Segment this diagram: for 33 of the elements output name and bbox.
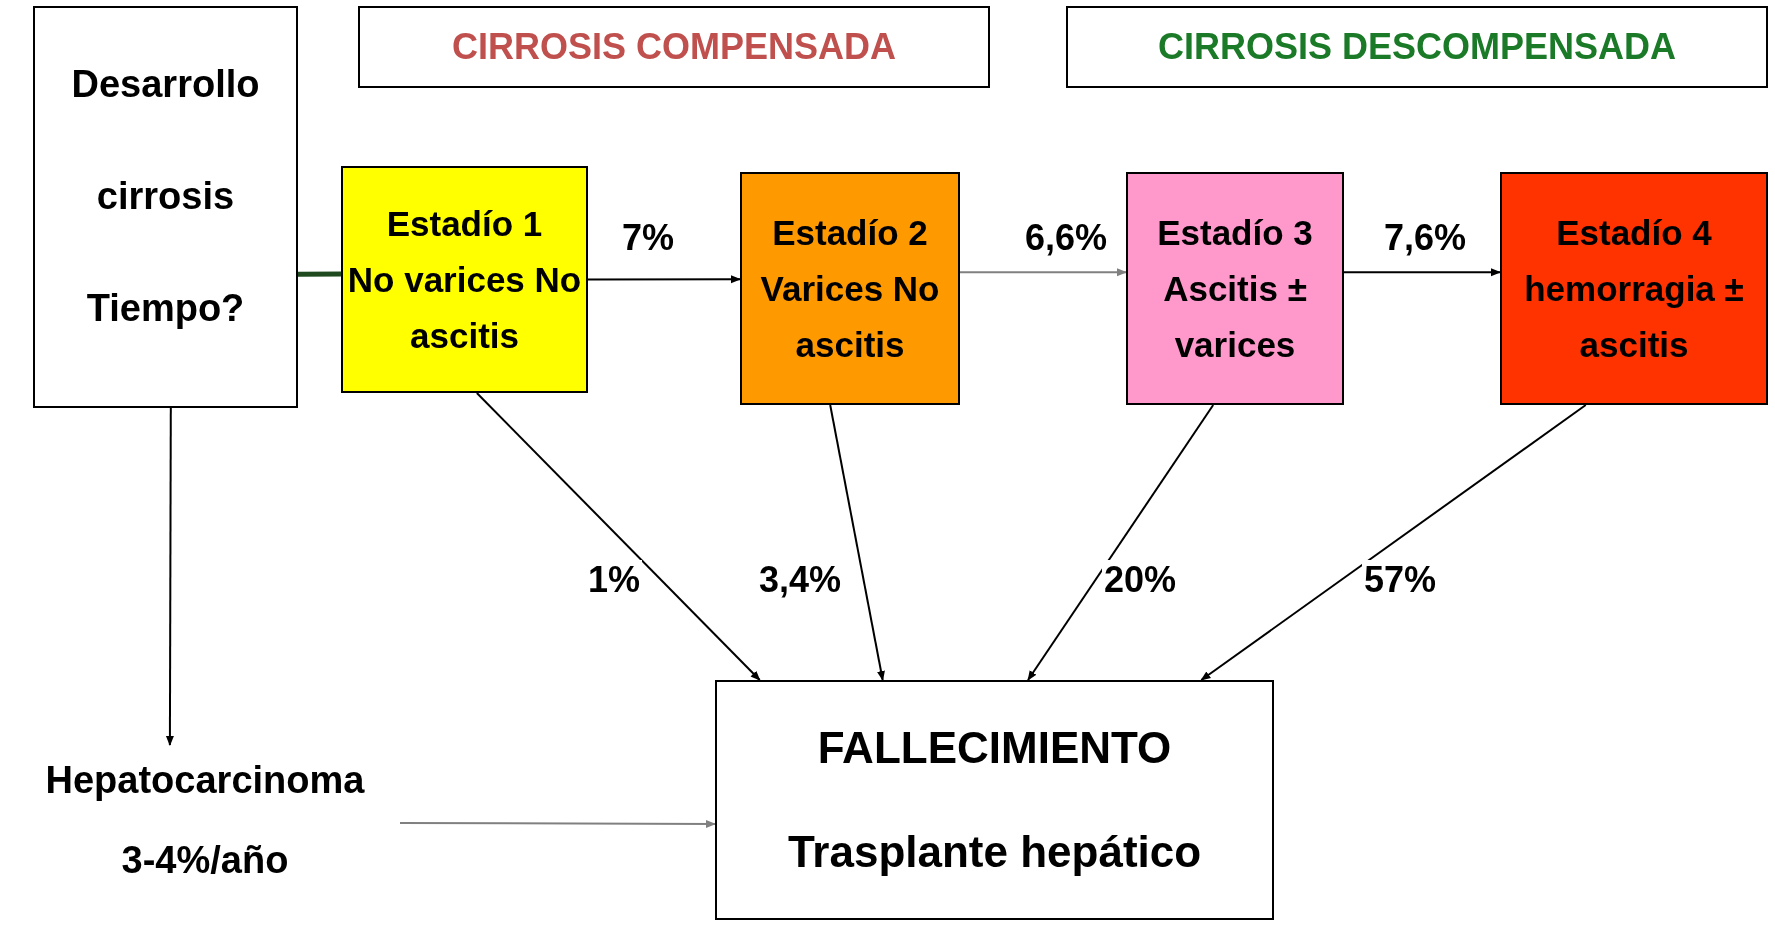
node-text: 3-4%/año [121, 838, 289, 883]
node-title: Hepatocarcinoma [45, 758, 365, 803]
arrow [587, 275, 741, 284]
node-title: Estadío 2 [772, 211, 928, 254]
node-title: CIRROSIS DESCOMPENSADA [1157, 27, 1677, 67]
arrow [165, 407, 174, 746]
node-title: FALLECIMIENTO [817, 722, 1172, 774]
heading-box [358, 6, 990, 88]
node-title: CIRROSIS COMPENSADA [451, 27, 896, 67]
heading-box [1066, 6, 1768, 88]
node-text: hemorragia ± ascitis [1523, 267, 1745, 366]
arrow [475, 392, 761, 681]
node-text: Tiempo? [86, 286, 245, 331]
node-title: Estadío 4 [1556, 211, 1712, 254]
stage-box [740, 172, 960, 405]
stage-box [1500, 172, 1768, 405]
arrow [829, 404, 885, 681]
node-text: No varices No ascitis [346, 258, 583, 357]
arrow [1027, 404, 1215, 681]
node-title: Estadío 3 [1157, 211, 1313, 254]
arrow [959, 268, 1127, 277]
stage-box [1126, 172, 1344, 405]
node-text: Ascitis ± varices [1162, 267, 1308, 366]
stage-box [341, 166, 588, 393]
arrow [1343, 268, 1501, 277]
arrow [1200, 404, 1587, 681]
node-text: Trasplante hepático [787, 826, 1202, 878]
arrow [399, 819, 716, 828]
node-title: Desarrollo cirrosis [70, 62, 261, 219]
node-title: Estadío 1 [386, 202, 543, 245]
outcome-box [715, 680, 1274, 920]
node-text: Varices No ascitis [759, 267, 941, 366]
process-box [33, 6, 298, 408]
